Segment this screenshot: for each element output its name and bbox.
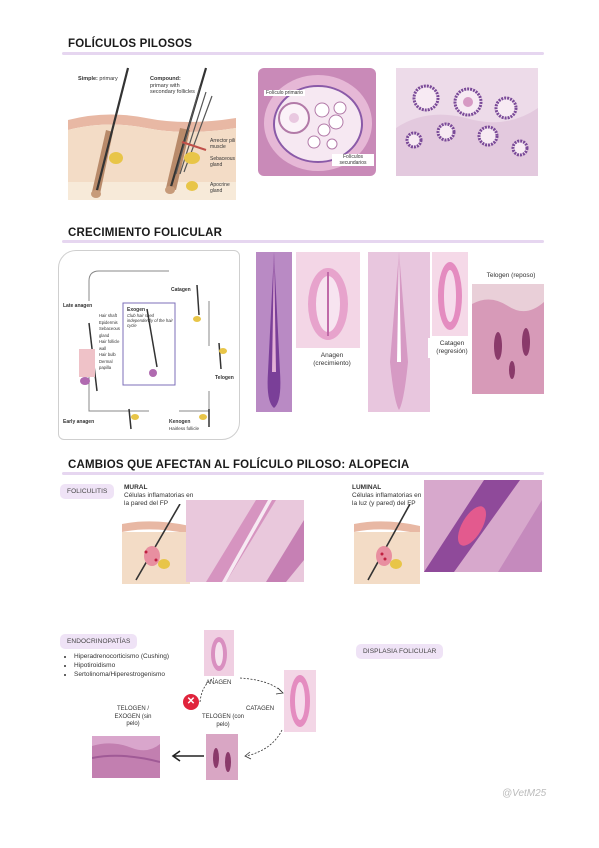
part-label: Hair bulb <box>99 352 116 357</box>
arrector-label: Arrector pili muscle <box>210 138 236 150</box>
catagen-label: Catagen <box>171 287 191 293</box>
compound-label: Compound: <box>150 76 181 82</box>
anagen-caption: Anagen (crecimiento) <box>303 350 361 371</box>
micrograph-anagen-detail <box>296 252 360 348</box>
luminal-inflammation-drawing <box>354 503 420 584</box>
mural-inflammation-drawing <box>122 503 190 584</box>
secondary-follicles-label: Folículos secundarios <box>332 154 374 166</box>
micrograph-luminal-foliculitis <box>424 480 542 572</box>
section-title-crecimiento: CRECIMIENTO FOLICULAR <box>68 227 223 239</box>
mural-block: MURAL Células inflamatorias en la pared … <box>124 484 196 508</box>
micrograph-endo-catagen <box>284 670 316 732</box>
micrograph-follicle-clusters <box>396 68 538 176</box>
tag-endocrinopatias: ENDOCRINOPATÍAS <box>60 634 138 649</box>
endo-cycle-arrows <box>171 677 284 762</box>
tag-displasia: DISPLASIA FOLICULAR <box>356 644 444 659</box>
tag-foliculitis: FOLICULITIS <box>60 484 115 499</box>
luminal-description: Células inflamatorias en la luz (y pared… <box>352 492 422 508</box>
follicle-anatomy-diagram: Simple: primary Compound:primary with se… <box>66 62 238 202</box>
micrograph-catagen-detail <box>432 252 468 336</box>
blocked-transition-icon: ✕ <box>183 694 199 710</box>
section-title-cambios: CAMBIOS QUE AFECTAN AL FOLÍCULO PILOSO: … <box>68 459 410 471</box>
part-label: Hair follicle wall <box>99 339 120 351</box>
kenogen-label: Kenogen <box>169 419 191 425</box>
section-title-foliculos: FOLÍCULOS PILOSOS <box>68 38 193 50</box>
exogen-label: Exogen <box>127 307 146 313</box>
section-rule <box>62 472 544 475</box>
primary-follicle-label: Folículo primario <box>264 90 305 96</box>
micrograph-compound-follicle: Folículo primario Folículos secundarios <box>258 68 376 176</box>
list-item: Hiperadrenocorticismo (Cushing) <box>74 652 169 661</box>
micrograph-endo-telogen <box>206 734 238 780</box>
micrograph-mural-foliculitis <box>186 500 304 582</box>
telogen-caption: Telogen (reposo) <box>486 272 536 279</box>
watermark: @VetM25 <box>502 788 547 799</box>
part-label: Epidermis <box>99 319 118 325</box>
micrograph-catagen-long <box>368 252 430 412</box>
late-anagen-label: Late anagen <box>63 303 93 309</box>
endo-telogen-con-label: TELOGEN (con pelo) <box>202 714 245 728</box>
list-item: Sertolinoma/Hiperestrogenismo <box>74 670 169 679</box>
luminal-title: LUMINAL <box>352 484 382 491</box>
endo-telogen-exogen-label: TELOGEN / EXOGEN (sin pelo) <box>114 706 152 727</box>
endocrinopathy-list: Hiperadrenocorticismo (Cushing) Hipotiro… <box>60 652 169 679</box>
micrograph-endo-exogen <box>92 736 160 778</box>
hair-cycle-diagram: Late anagen Catagen Telogen Early anagen… <box>58 250 240 440</box>
list-item: Hipotiroidismo <box>74 661 169 670</box>
catagen-caption: Catagen (regresión) <box>428 338 476 359</box>
section-rule <box>62 52 544 55</box>
early-anagen-label: Early anagen <box>63 419 95 425</box>
telogen-label: Telogen <box>215 375 234 381</box>
apocrine-label: Apocrine gland <box>210 182 230 194</box>
part-label: Sebaceous gland <box>99 326 120 338</box>
exogen-sub-label: Club hair shed independently of the hair… <box>127 313 173 329</box>
micrograph-telogen <box>472 284 544 394</box>
endo-anagen-label: ANAGEN <box>206 680 232 686</box>
simple-label: Simple: <box>78 76 98 82</box>
sebaceous-label: Sebaceous gland <box>210 156 236 168</box>
part-label: Dermal papilla <box>99 358 113 371</box>
micrograph-endo-anagen <box>204 630 234 676</box>
section-rule <box>62 240 544 243</box>
mural-description: Células inflamatorias en la pared del FP <box>124 492 194 508</box>
simple-sub: primary <box>99 76 118 82</box>
compound-sub: primary with secondary follicles <box>150 82 195 96</box>
mural-title: MURAL <box>124 484 148 491</box>
micrograph-anagen-long <box>256 252 292 412</box>
luminal-block: LUMINAL Células inflamatorias en la luz … <box>352 484 424 508</box>
kenogen-sub-label: Hairless follicle <box>169 426 200 431</box>
endo-catagen-label: CATAGEN <box>246 706 275 712</box>
follicle-parts-list: Hair shaft Epidermis Sebaceous gland Hai… <box>99 313 125 372</box>
part-label: Hair shaft <box>99 313 117 318</box>
